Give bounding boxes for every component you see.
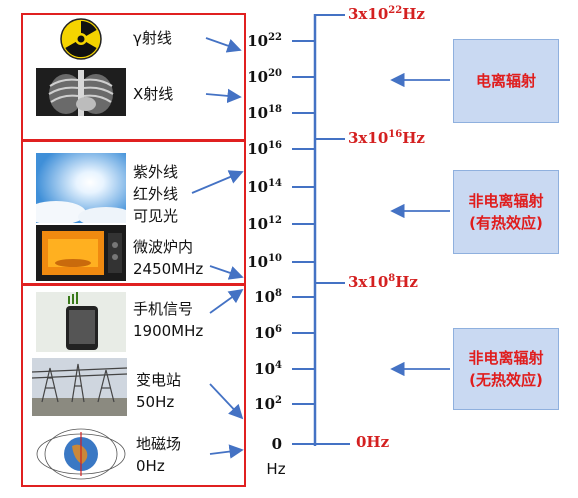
phone-label: 手机信号	[133, 300, 194, 318]
axis-unit-label: Hz	[266, 460, 286, 478]
tick-label-1e16: 1016	[247, 140, 282, 158]
tick-label-1e18: 1018	[247, 104, 282, 122]
earth-magnetic-field-image	[34, 422, 128, 482]
tick-label-1e12: 1012	[247, 215, 282, 233]
thermal-category-sublabel: (有热效应)	[469, 214, 543, 232]
tick-label-1e10: 1010	[247, 253, 282, 271]
ionizing-category-label: 电离辐射	[475, 72, 536, 90]
marker-3e22: 3x1022Hz	[348, 5, 425, 23]
tick-label-1e6: 106	[254, 324, 282, 342]
microwave-image	[36, 225, 126, 281]
chest-xray-image	[36, 68, 126, 116]
marker-3e8: 3x108Hz	[348, 273, 418, 291]
tick-label-1e4: 104	[254, 360, 282, 378]
phone-image	[36, 292, 126, 352]
microwave-label: 微波炉内	[133, 238, 194, 256]
substation-label: 变电站	[136, 371, 182, 389]
xray-label: X射线	[133, 85, 174, 103]
ionizing-category-box: 电离辐射	[453, 39, 559, 123]
infrared-label: 红外线	[133, 185, 179, 203]
nonthermal-category-box: 非电离辐射 (无热效应)	[453, 328, 559, 410]
sky-sun-image	[36, 153, 126, 223]
nonthermal-category-sublabel: (无热效应)	[469, 371, 543, 389]
substation-image	[32, 358, 127, 416]
marker-0hz: 0Hz	[356, 433, 390, 451]
phone-freq-label: 1900MHz	[133, 322, 204, 340]
substation-freq-label: 50Hz	[136, 393, 175, 411]
marker-3e16: 3x1016Hz	[348, 129, 425, 147]
thermal-category-box: 非电离辐射 (有热效应)	[453, 170, 559, 254]
visible-light-label: 可见光	[133, 207, 179, 225]
tick-label-0: 0	[271, 435, 282, 453]
tick-label-1e8: 108	[254, 288, 282, 306]
tick-label-1e22: 1022	[247, 32, 282, 50]
thermal-category-label: 非电离辐射	[468, 192, 544, 210]
geomag-label: 地磁场	[136, 435, 182, 453]
tick-label-1e14: 1014	[247, 178, 282, 196]
radiation-icon	[60, 18, 102, 60]
tick-label-1e2: 102	[254, 395, 282, 413]
geomag-freq-label: 0Hz	[136, 457, 165, 475]
gamma-ray-label: γ射线	[133, 29, 172, 47]
nonthermal-group-box	[21, 284, 246, 487]
tick-label-1e20: 1020	[247, 68, 282, 86]
nonthermal-category-label: 非电离辐射	[468, 349, 544, 367]
microwave-freq-label: 2450MHz	[133, 260, 204, 278]
uv-label: 紫外线	[133, 163, 179, 181]
